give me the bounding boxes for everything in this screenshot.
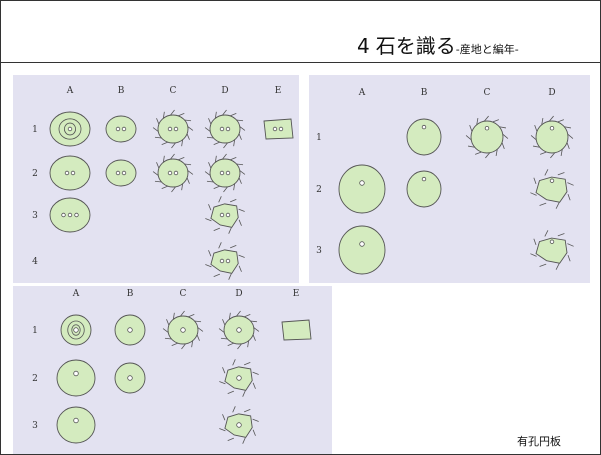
row-label: 4 bbox=[32, 257, 38, 267]
column-header: B bbox=[118, 86, 125, 96]
stone-circle-icon bbox=[105, 159, 137, 187]
column-header: D bbox=[548, 88, 555, 98]
title-main: 石を識る bbox=[375, 34, 456, 58]
row-label: 2 bbox=[32, 169, 38, 179]
stone-spiky-icon bbox=[218, 310, 260, 350]
stone-circle-icon bbox=[406, 118, 442, 156]
stone-spikyPoly-icon bbox=[205, 196, 245, 234]
title-rule bbox=[1, 62, 600, 63]
stone-spiky-icon bbox=[204, 109, 246, 149]
column-header: E bbox=[293, 289, 300, 299]
column-header: D bbox=[221, 86, 228, 96]
column-header: B bbox=[127, 289, 134, 299]
column-header: A bbox=[66, 86, 74, 96]
stone-oval-icon bbox=[49, 111, 91, 147]
stone-spikyPoly-icon bbox=[530, 230, 574, 270]
stone-spikyPoly-icon bbox=[219, 359, 259, 397]
stone-oval-icon bbox=[49, 197, 91, 233]
stone-spiky-icon bbox=[162, 310, 204, 350]
stone-spiky-icon bbox=[530, 115, 574, 159]
stone-spikyPoly-icon bbox=[530, 169, 574, 209]
stone-bigcircle-icon bbox=[338, 164, 386, 214]
column-header: B bbox=[421, 88, 428, 98]
title-sub: -産地と編年- bbox=[455, 43, 519, 56]
stone-panel-1: A B C D E 1 2 3 4 bbox=[13, 75, 299, 283]
title-number: 4 bbox=[357, 34, 370, 58]
stone-spikyPoly-icon bbox=[205, 242, 245, 280]
column-header: C bbox=[170, 86, 177, 96]
row-label: 1 bbox=[32, 125, 38, 135]
stone-bigcircle-icon bbox=[56, 359, 96, 397]
stone-spiky-icon bbox=[204, 153, 246, 193]
stone-spiky-icon bbox=[152, 153, 194, 193]
stone-circle-icon bbox=[114, 362, 146, 394]
stone-spiky-icon bbox=[465, 115, 509, 159]
stone-panel-3: A B C D E 1 2 3 bbox=[13, 286, 332, 454]
row-label: 2 bbox=[316, 185, 322, 195]
column-header: A bbox=[72, 289, 80, 299]
row-label: 1 bbox=[316, 133, 322, 143]
stone-oval-icon bbox=[49, 155, 91, 191]
stone-quad-icon bbox=[281, 319, 312, 341]
column-header: C bbox=[484, 88, 491, 98]
stone-bigcircle-icon bbox=[338, 225, 386, 275]
stone-circle-icon bbox=[60, 314, 92, 346]
stone-circle-icon bbox=[105, 115, 137, 143]
stone-quad-icon bbox=[263, 118, 294, 140]
row-label: 2 bbox=[32, 374, 38, 384]
row-label: 3 bbox=[32, 211, 38, 221]
row-label: 3 bbox=[316, 246, 322, 256]
column-header: D bbox=[235, 289, 242, 299]
column-header: E bbox=[275, 86, 282, 96]
stone-spiky-icon bbox=[152, 109, 194, 149]
stone-bigcircle-icon bbox=[56, 406, 96, 444]
caption: 有孔円板 bbox=[517, 435, 561, 448]
stone-circle-icon bbox=[114, 314, 146, 346]
stone-circle-icon bbox=[406, 170, 442, 208]
row-label: 1 bbox=[32, 326, 38, 336]
column-header: A bbox=[358, 88, 366, 98]
stone-spikyPoly-icon bbox=[219, 406, 259, 444]
stone-panel-2: A B C D 1 2 3 bbox=[309, 75, 590, 283]
row-label: 3 bbox=[32, 421, 38, 431]
column-header: C bbox=[180, 289, 187, 299]
